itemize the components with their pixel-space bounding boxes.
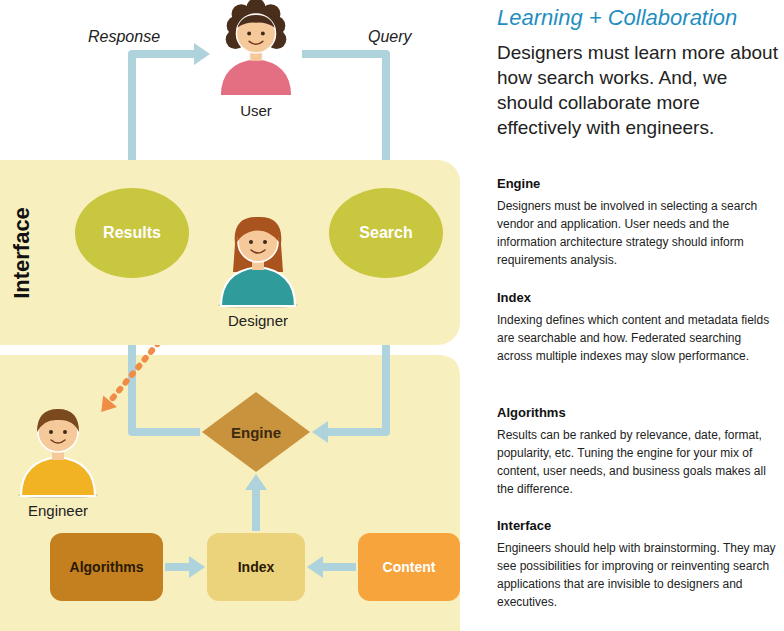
- node-text-holder: Content: [358, 533, 460, 601]
- engine-band: [0, 355, 460, 631]
- node-label: Index: [238, 559, 275, 575]
- section-heading: Algorithms: [497, 404, 779, 422]
- flow-arrow: [307, 556, 356, 578]
- shirt: [221, 267, 295, 306]
- node-label: Algorithms: [70, 559, 144, 575]
- arrow-head: [307, 556, 323, 578]
- connector-line: [320, 563, 356, 571]
- ellipse-fill: [329, 188, 443, 278]
- arrow-head: [312, 421, 328, 443]
- person-node: Engineer: [13, 370, 103, 520]
- diamond-fill: [202, 392, 310, 472]
- eye: [49, 430, 53, 434]
- section-text: Indexing defines which content and metad…: [497, 311, 779, 365]
- smile: [51, 440, 65, 443]
- person-label: Engineer: [28, 502, 88, 519]
- person-figure: [213, 178, 303, 308]
- node-text-holder: Index: [207, 533, 305, 601]
- edge-label: Query: [366, 28, 414, 46]
- connector-line: [165, 563, 192, 571]
- person-label: User: [240, 102, 272, 119]
- section-heading: Interface: [497, 517, 779, 535]
- smile: [251, 250, 265, 253]
- section-heading: Engine: [497, 175, 779, 193]
- band-label: Interface: [9, 207, 35, 299]
- node-label: Results: [103, 224, 161, 242]
- process-box: Index: [207, 533, 305, 601]
- process-ellipse: Search: [329, 188, 443, 278]
- eye: [63, 430, 67, 434]
- person-label-row: User: [212, 102, 300, 120]
- hair-front: [237, 220, 279, 242]
- flow-arrow: [165, 556, 205, 578]
- person-label-row: Designer: [213, 312, 303, 330]
- process-ellipse: Results: [75, 188, 189, 278]
- person-label: Designer: [228, 312, 288, 329]
- interface-band: Interface ResultsDesigner Search: [0, 160, 460, 345]
- smile: [249, 41, 263, 44]
- connector-line: [302, 54, 386, 173]
- decision-diamond: Engine: [202, 392, 310, 472]
- ellipse-fill: [75, 188, 189, 278]
- head: [236, 14, 275, 53]
- node-label: Content: [383, 559, 436, 575]
- process-box: Content: [358, 533, 460, 601]
- section-text: Designers must be involved in selecting …: [497, 197, 779, 269]
- person-node: User: [212, 0, 300, 120]
- section-text: Results can be ranked by relevance, date…: [497, 426, 779, 498]
- arrow-head: [189, 556, 205, 578]
- hair-front: [37, 409, 79, 432]
- eye: [261, 32, 265, 36]
- hair-front: [237, 15, 274, 28]
- section-heading: Index: [497, 289, 779, 307]
- node-text-holder: Engine: [202, 392, 310, 472]
- person-node: Designer: [213, 178, 303, 330]
- section-text: Engineers should help with brainstorming…: [497, 539, 779, 611]
- node-text-holder: Search: [329, 188, 443, 278]
- person-label-row: Engineer: [13, 502, 103, 520]
- hair-back: [233, 217, 283, 272]
- shirt: [220, 58, 292, 96]
- process-box: Algorithms: [50, 533, 163, 601]
- arrow-head: [194, 43, 210, 65]
- person-figure: [212, 0, 300, 98]
- arrow-head: [101, 395, 117, 412]
- edge-label: Response: [86, 28, 162, 46]
- arrow-head: [245, 474, 267, 490]
- section-text: Designers must learn more about how sear…: [497, 40, 779, 140]
- flow-arrow: [245, 474, 267, 531]
- node-label: Engine: [231, 424, 281, 441]
- person-figure: [13, 370, 103, 498]
- node-text-holder: Results: [75, 188, 189, 278]
- eye: [249, 240, 253, 244]
- node-text-holder: Algorithms: [50, 533, 163, 601]
- eye: [247, 32, 251, 36]
- node-label: Search: [359, 224, 412, 242]
- shirt: [21, 457, 95, 496]
- band-label-holder: Interface: [0, 160, 44, 345]
- title: Learning + Collaboration: [497, 4, 779, 32]
- eye: [263, 240, 267, 244]
- connector-line: [252, 487, 260, 531]
